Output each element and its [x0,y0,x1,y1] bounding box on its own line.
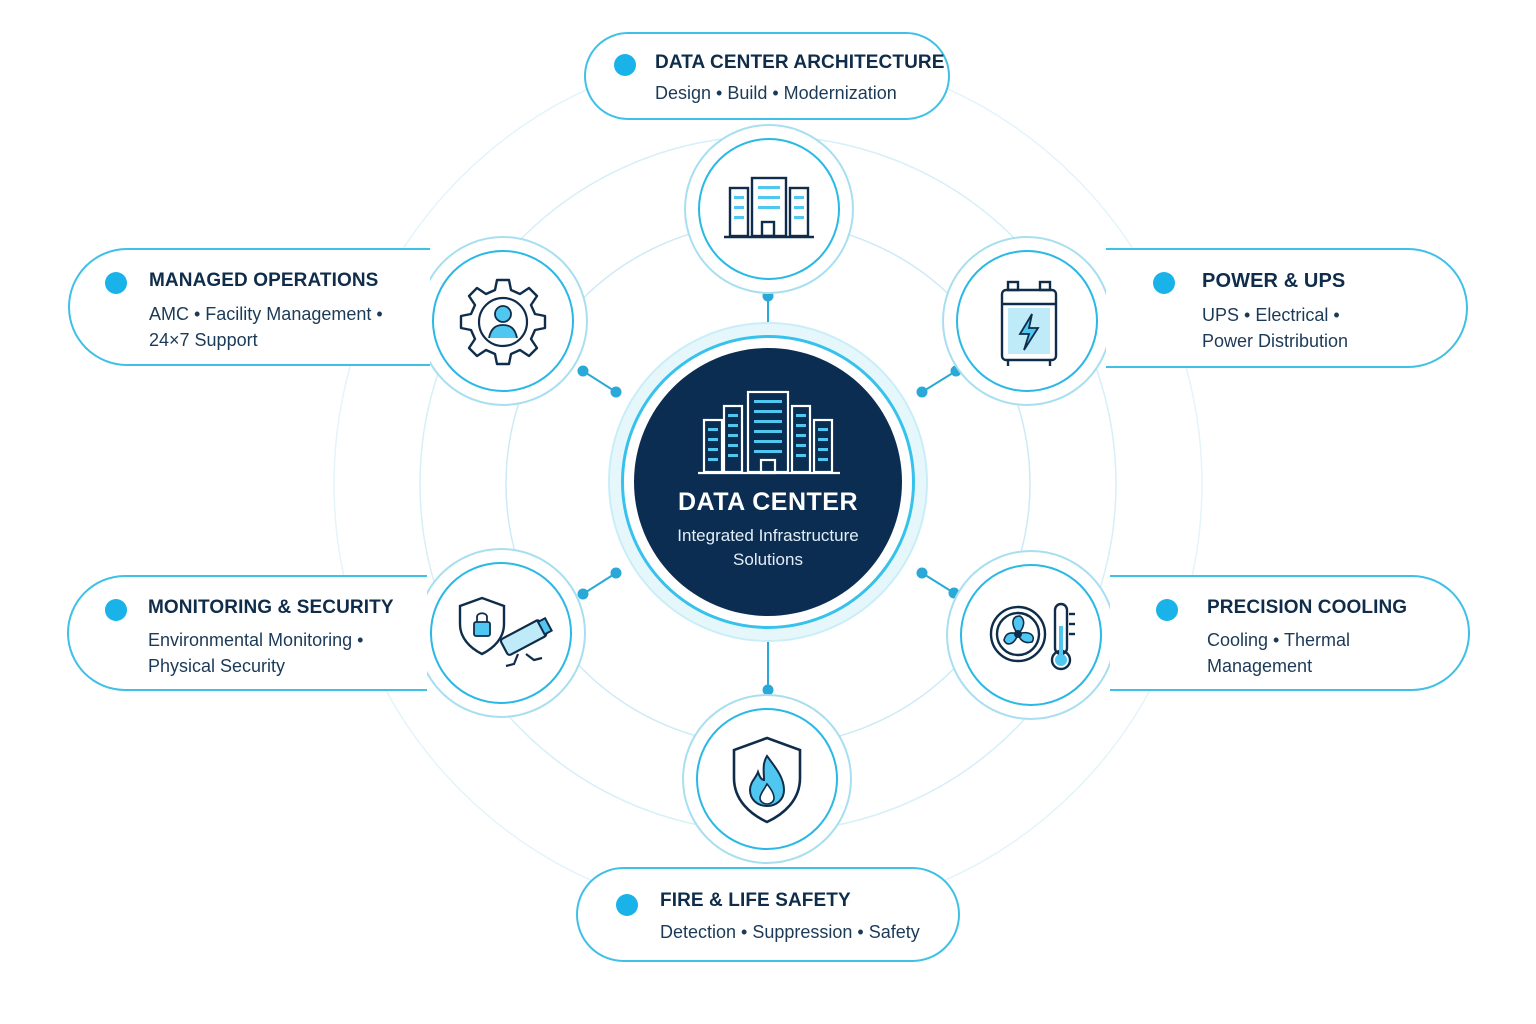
connector-lines [577,290,962,696]
card-subtitle: Design • Build • Modernization [655,83,897,103]
card-fire: FIRE & LIFE SAFETY Detection • Suppressi… [576,867,960,962]
bullet-dot [105,272,127,294]
card-managed: MANAGED OPERATIONS AMC • Facility Manage… [68,248,430,366]
card-subtitle-line2: Physical Security [148,656,286,676]
bullet-dot [105,599,127,621]
fan-thermometer-icon [989,602,1075,671]
card-architecture: DATA CENTER ARCHITECTURE Design • Build … [584,32,950,120]
card-title: FIRE & LIFE SAFETY [660,890,851,911]
bullet-dot [1153,272,1175,294]
center-subtitle: Integrated Infrastructure Solutions [650,524,886,572]
node-managed [418,236,588,406]
gear-user-icon [459,278,547,366]
card-title: PRECISION COOLING [1207,597,1408,618]
bullet-dot [614,54,636,76]
card-cooling: PRECISION COOLING Cooling • Thermal Mana… [1110,575,1470,691]
card-title: DATA CENTER ARCHITECTURE [655,52,945,73]
card-subtitle-line1: AMC • Facility Management • [149,304,383,324]
bullet-dot [616,894,638,916]
battery-ups-icon [1000,280,1058,366]
card-power: POWER & UPS UPS • Electrical • Power Dis… [1106,248,1468,368]
card-subtitle: Detection • Suppression • Safety [660,922,920,942]
bullet-dot [1156,599,1178,621]
card-monitoring: MONITORING & SECURITY Environmental Moni… [67,575,427,691]
node-fire [682,694,852,864]
fire-shield-icon [732,736,802,824]
card-title: MONITORING & SECURITY [148,597,394,618]
card-subtitle-line2: 24×7 Support [149,330,258,350]
node-architecture [684,124,854,294]
card-subtitle-line1: Environmental Monitoring • [148,630,364,650]
lock-shield-camera-icon [458,596,554,668]
card-title: MANAGED OPERATIONS [149,270,379,291]
center-title: DATA CENTER [677,488,859,516]
data-center-buildings-icon [698,390,840,475]
node-power [942,236,1112,406]
node-monitoring [416,548,586,718]
card-subtitle-line1: UPS • Electrical • [1202,305,1340,325]
center-subtitle-line1: Integrated Infrastructure [677,526,859,545]
card-subtitle-line2: Power Distribution [1202,331,1349,351]
center-subtitle-line2: Solutions [733,550,803,569]
card-subtitle-line2: Management [1207,656,1313,676]
node-cooling [946,550,1116,720]
card-subtitle-line1: Cooling • Thermal [1207,630,1351,650]
office-building-icon [724,176,814,239]
card-title: POWER & UPS [1202,270,1346,292]
